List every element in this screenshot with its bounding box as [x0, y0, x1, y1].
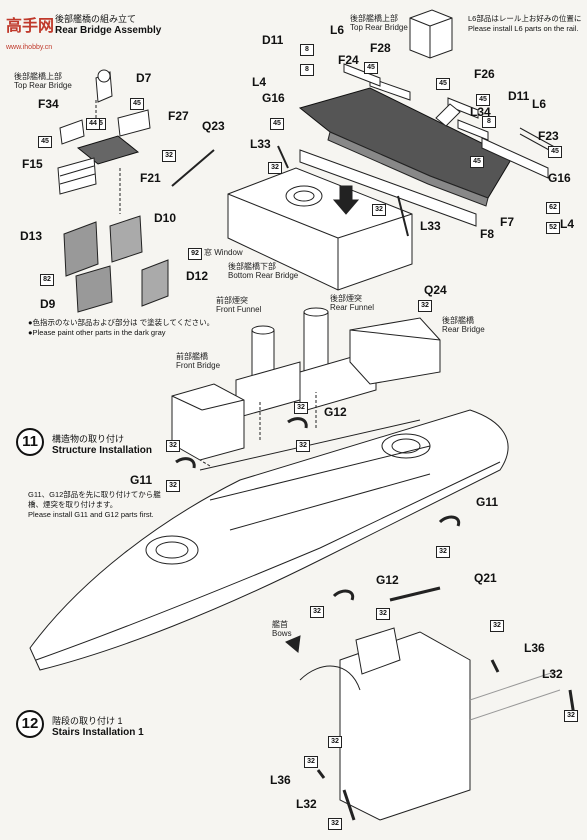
- color-code-tag: 45: [38, 136, 52, 148]
- site-logo: 高手网 www.ihobby.cn: [6, 12, 54, 54]
- part-label: D11: [262, 33, 284, 47]
- color-code-tag: 32: [328, 736, 342, 748]
- bottom-rear-bridge: [227, 167, 413, 291]
- hull-outline: [29, 409, 509, 671]
- part-label: G12: [376, 573, 399, 587]
- part-label: Q23: [202, 119, 225, 133]
- part-label: G11: [130, 473, 153, 487]
- color-code-tag: 62: [546, 202, 560, 214]
- part-label: L33: [250, 137, 271, 151]
- color-code-tag: 92: [188, 248, 202, 260]
- part-label: G12: [324, 405, 347, 419]
- part-label: G16: [548, 171, 571, 185]
- color-code-tag: 45: [270, 118, 284, 130]
- color-code-tag: 45: [548, 146, 562, 158]
- part-label: F7: [500, 215, 515, 229]
- part-label: D12: [186, 269, 209, 283]
- part-label: F21: [140, 171, 161, 185]
- caption-window: 窓 Window: [204, 248, 243, 257]
- color-code-tag: 8: [300, 64, 314, 76]
- color-code-tag: 32: [304, 756, 318, 768]
- part-label: F23: [538, 129, 559, 143]
- color-code-tag: 8: [300, 44, 314, 56]
- color-code-tag: 32: [490, 620, 504, 632]
- funnel-base-box: [409, 9, 453, 59]
- part-label: Q21: [474, 571, 497, 585]
- part-label: F26: [474, 67, 495, 81]
- part-label: F8: [480, 227, 495, 241]
- part-label: L33: [420, 219, 441, 233]
- color-code-tag: 32: [296, 440, 310, 452]
- color-code-tag: 32: [166, 480, 180, 492]
- part-label: L6: [532, 97, 547, 111]
- part-label: F15: [22, 157, 43, 171]
- part-label: Q24: [424, 283, 447, 297]
- color-code-tag: 32: [268, 162, 282, 174]
- part-label: L32: [296, 797, 317, 811]
- logo-top: 高手网: [6, 18, 55, 35]
- part-label: L6: [330, 23, 345, 37]
- color-code-tag: 8: [482, 116, 496, 128]
- part-label: D9: [40, 297, 56, 311]
- color-code-tag: 32: [310, 606, 324, 618]
- step-12-badge: 12: [16, 710, 44, 738]
- color-code-tag: 32: [376, 608, 390, 620]
- part-label: F27: [168, 109, 189, 123]
- part-label: F24: [338, 53, 359, 67]
- part-label: G11: [476, 495, 499, 509]
- color-code-tag: 82: [40, 274, 54, 286]
- part-label: D11: [508, 89, 530, 103]
- part-label: D7: [136, 71, 152, 85]
- part-label: L36: [270, 773, 291, 787]
- part-label: F34: [38, 97, 59, 111]
- part-label: L32: [542, 667, 563, 681]
- color-code-tag: 45: [436, 78, 450, 90]
- stern-structure: [339, 631, 471, 821]
- color-code-tag: 32: [162, 150, 176, 162]
- color-code-tag: 32: [372, 204, 386, 216]
- step-11-badge: 11: [16, 428, 44, 456]
- color-code-tag: 32: [564, 710, 578, 722]
- color-code-tag: 32: [166, 440, 180, 452]
- g11-note: G11、G12部品を先に取り付けてから艦橋、煙突を取り付けます。Please i…: [28, 490, 161, 519]
- color-code-tag: 45: [470, 156, 484, 168]
- part-label: L36: [524, 641, 545, 655]
- logo-bottom: www.ihobby.cn: [6, 44, 53, 51]
- part-label: L4: [560, 217, 575, 231]
- color-code-tag: 45: [476, 94, 490, 106]
- part-label: D13: [20, 229, 43, 243]
- front-bridge-shape: [171, 383, 245, 461]
- part-label: F28: [370, 41, 391, 55]
- part-label: G16: [262, 91, 285, 105]
- color-code-tag: 45: [364, 62, 378, 74]
- part-label: L34: [470, 105, 491, 119]
- color-code-tag: 52: [546, 222, 560, 234]
- paint-note: ●色指示のない部品および部分は で塗装してください。●Please paint …: [28, 318, 215, 337]
- color-code-tag: 32: [436, 546, 450, 558]
- color-code-tag: 32: [328, 818, 342, 830]
- color-code-tag: 32: [294, 402, 308, 414]
- part-label: L4: [252, 75, 267, 89]
- part-label: D10: [154, 211, 177, 225]
- color-code-tag: 45: [130, 98, 144, 110]
- color-code-tag: 32: [418, 300, 432, 312]
- color-code-tag: 44: [86, 118, 100, 130]
